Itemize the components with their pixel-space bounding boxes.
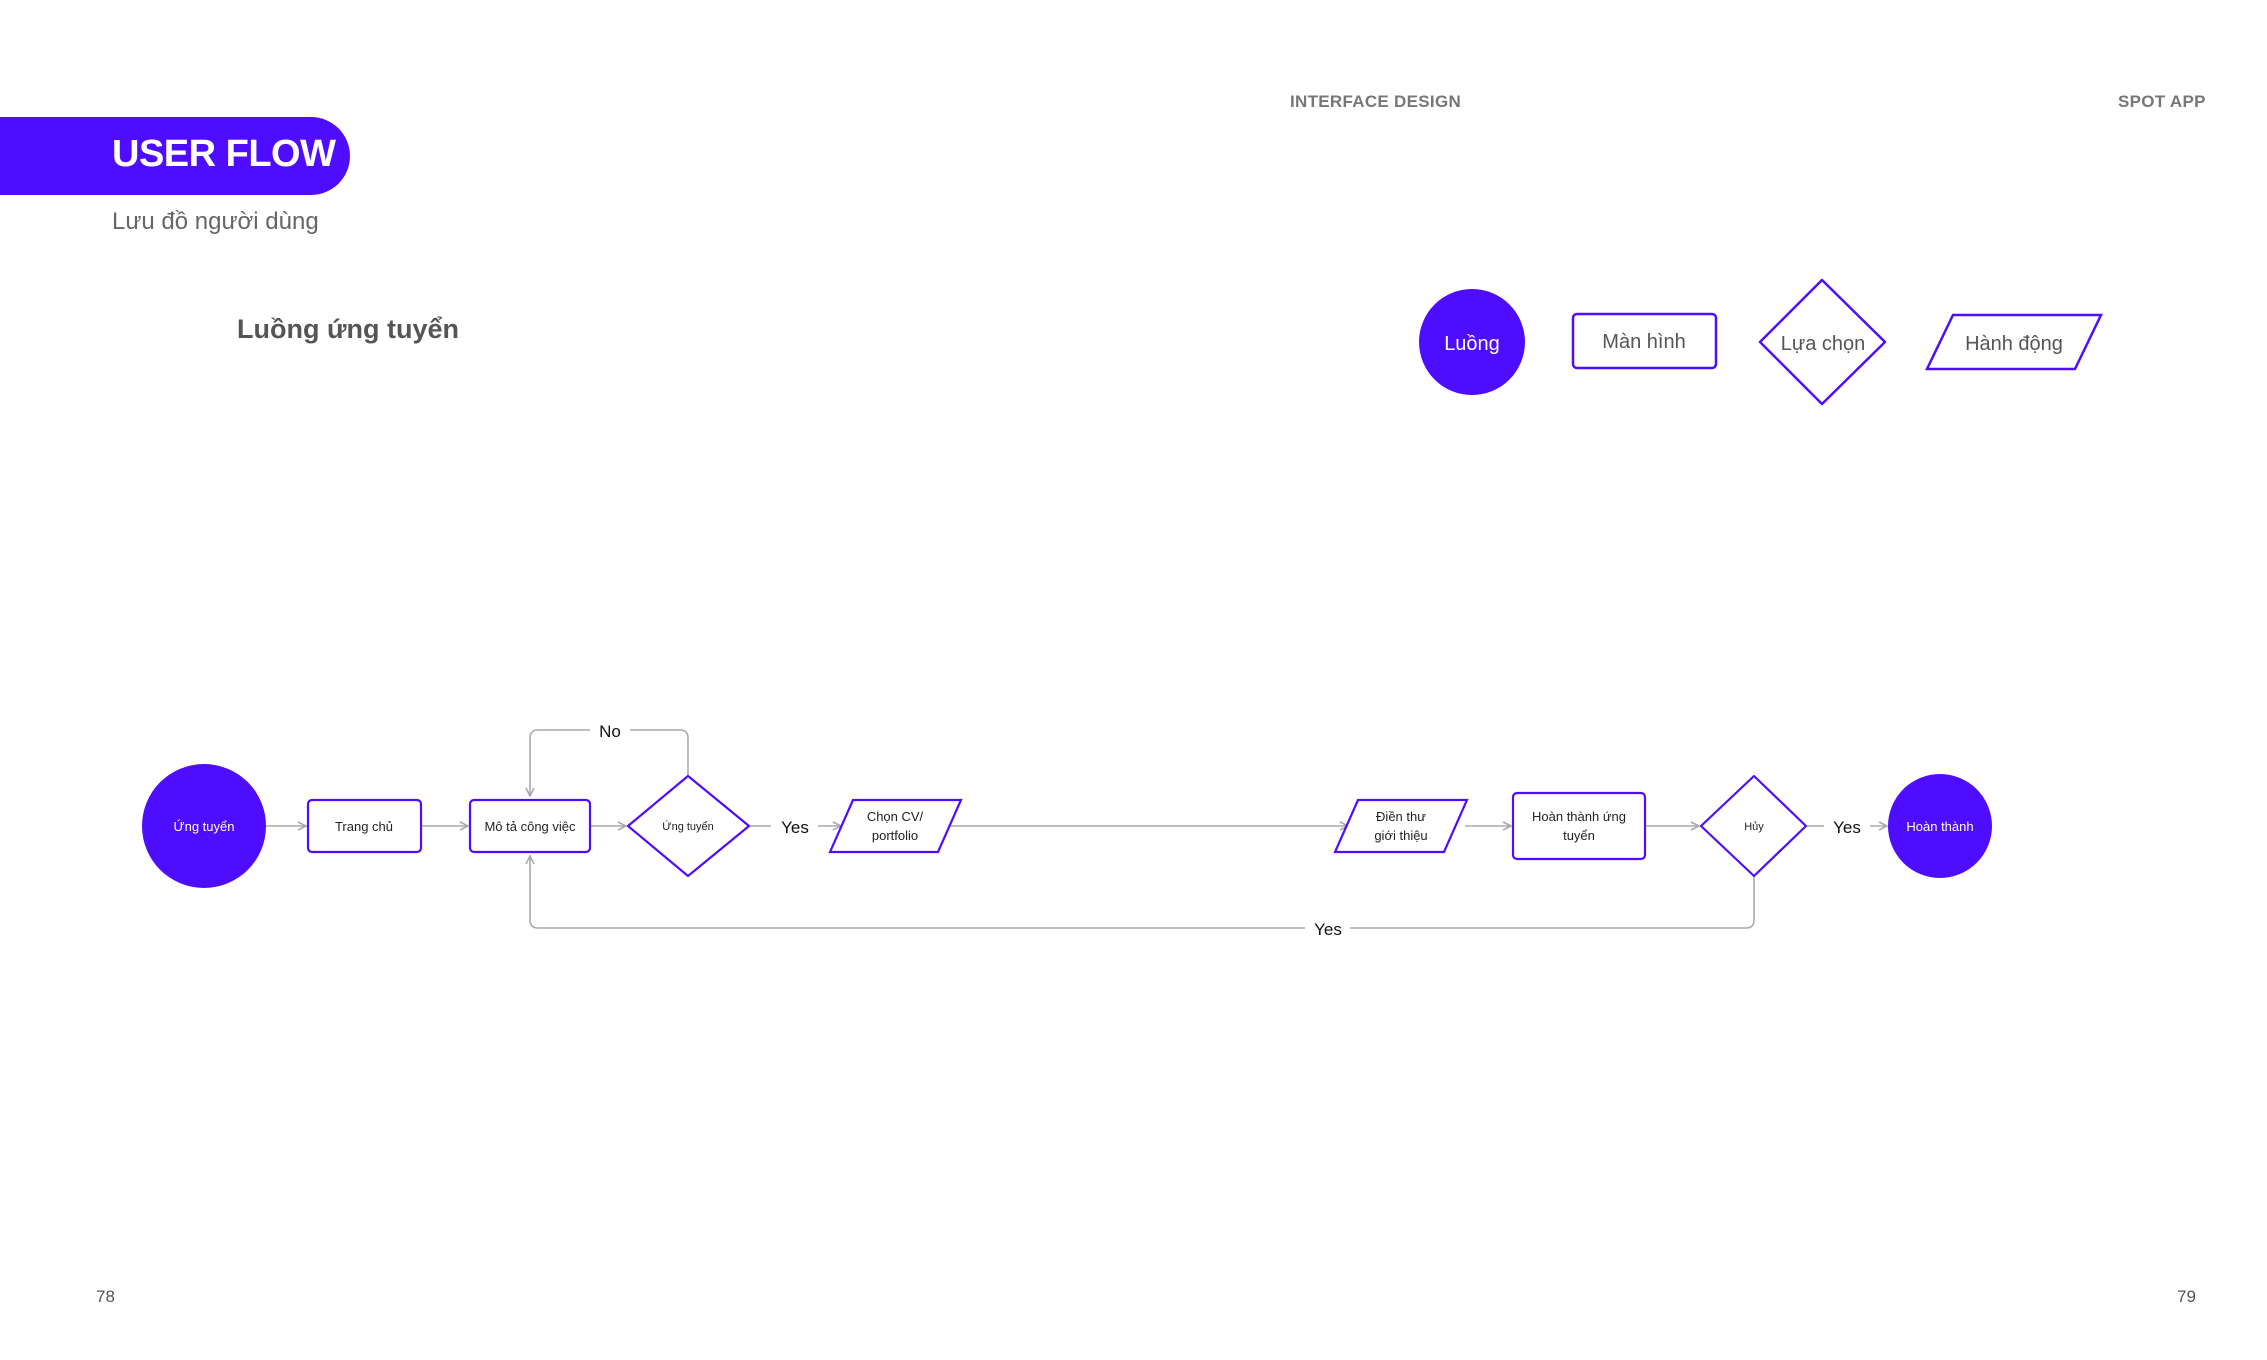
- page-title: USER FLOW: [112, 133, 336, 175]
- legend-action-shape: [1925, 313, 2103, 371]
- legend-screen-shape: [1571, 312, 1718, 370]
- flow-jobdesc-screen: [468, 798, 592, 854]
- connector-yes-loop-left: [530, 856, 1305, 929]
- connector-no-loop-right: [630, 729, 689, 776]
- flow-complete-label-1: Hoàn thành ứng: [1532, 809, 1626, 824]
- connector-no-loop-left: [530, 729, 590, 796]
- flow-choose-cv-label-2: portfolio: [872, 828, 918, 843]
- flow-choose-cv-action: [828, 798, 963, 854]
- flow-choose-cv-label-1: Chọn CV/: [867, 809, 924, 824]
- section-title: Luồng ứng tuyển: [237, 314, 460, 344]
- title-banner: [0, 117, 350, 195]
- edge-label-no: No: [599, 722, 621, 741]
- edge-label-yes-apply: Yes: [781, 818, 809, 837]
- legend-action-label: Hành động: [1965, 333, 2063, 355]
- connector-yes-loop-right: [1350, 876, 1755, 929]
- flow-cover-letter-action: [1333, 798, 1469, 854]
- page-number-left: 78: [96, 1287, 115, 1306]
- page-number-right: 79: [2177, 1287, 2196, 1306]
- flow-apply-decision: [626, 774, 751, 878]
- legend-screen-label: Màn hình: [1602, 331, 1685, 353]
- header-spot-app: SPOT APP: [2118, 92, 2206, 111]
- legend-choice-shape: [1758, 278, 1887, 406]
- flow-end-label: Hoàn thành: [1906, 819, 1973, 834]
- legend-flow-shape: [1419, 289, 1525, 395]
- flow-start-circle: [142, 764, 266, 888]
- flow-cancel-decision-label: Hủy: [1744, 821, 1764, 833]
- header-interface-design: INTERFACE DESIGN: [1290, 92, 1462, 111]
- flow-cover-letter-label-1: Điền thư: [1376, 809, 1426, 824]
- flow-start-label: Ứng tuyển: [174, 819, 235, 834]
- connectors: [266, 729, 1887, 929]
- legend: Luồng Màn hình Lựa chọn Hành động: [1419, 278, 2103, 406]
- legend-flow-label: Luồng: [1444, 333, 1500, 355]
- flow-end-circle: [1888, 774, 1992, 878]
- flow-home-screen: [306, 798, 423, 854]
- flow-jobdesc-label: Mô tả công việc: [484, 819, 576, 834]
- edge-label-yes-cancel: Yes: [1833, 818, 1861, 837]
- flow-cancel-decision: [1699, 774, 1808, 878]
- legend-choice-label: Lựa chọn: [1781, 333, 1866, 355]
- flow-home-label: Trang chủ: [335, 819, 393, 834]
- flow-complete-screen: [1511, 791, 1647, 861]
- flow-complete-label-2: tuyển: [1563, 828, 1595, 843]
- page-subtitle: Lưu đồ người dùng: [112, 208, 319, 235]
- edge-label-yes-loop: Yes: [1314, 920, 1342, 939]
- flow-apply-decision-label: Ứng tuyển: [662, 820, 714, 833]
- flow-cover-letter-label-2: giới thiệu: [1374, 828, 1427, 843]
